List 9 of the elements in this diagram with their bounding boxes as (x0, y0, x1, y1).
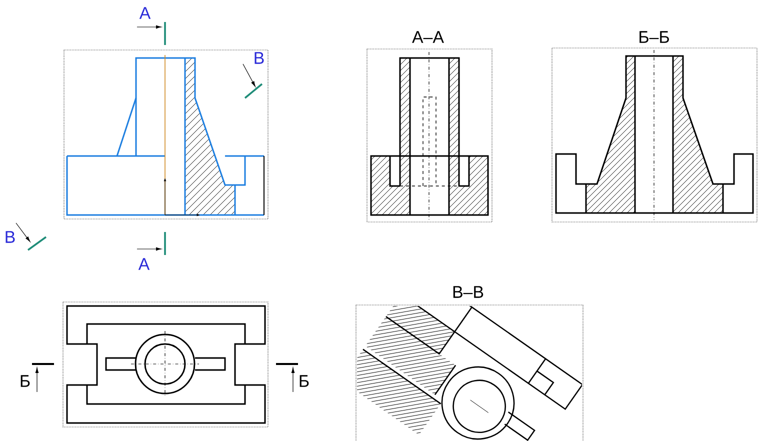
view-title: В–В (453, 286, 484, 298)
view-title: А–А (412, 31, 444, 43)
section-letter: Б (300, 375, 309, 387)
section-letter: А (138, 258, 150, 270)
view-title: Б–Б (640, 31, 669, 43)
section-letter: В (254, 52, 264, 64)
section-letter: Б (20, 375, 30, 387)
section-letter: В (6, 231, 15, 243)
section-letter: А (139, 7, 151, 19)
